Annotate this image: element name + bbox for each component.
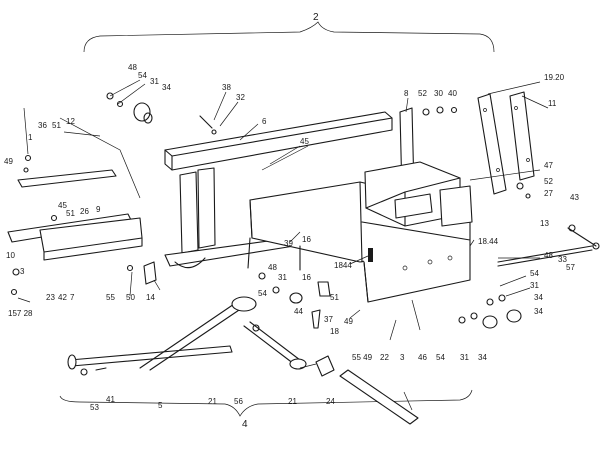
callout-5549: 55 49 bbox=[352, 353, 373, 362]
callout-7: 7 bbox=[70, 293, 75, 302]
callout-49a: 49 bbox=[4, 157, 13, 166]
callout-34d: 34 bbox=[478, 353, 487, 362]
callout-31c: 31 bbox=[530, 281, 539, 290]
callout-3: 3 bbox=[20, 267, 25, 276]
callout-32: 32 bbox=[236, 93, 245, 102]
callout-54a: 54 bbox=[138, 71, 147, 80]
callout-13: 13 bbox=[540, 219, 549, 228]
callout-22: 22 bbox=[380, 353, 389, 362]
callout-55a: 55 bbox=[106, 293, 115, 302]
callout-31a: 31 bbox=[150, 77, 159, 86]
callout-33: 33 bbox=[558, 255, 567, 264]
callout-1920: 19.20 bbox=[544, 73, 565, 82]
callout-27: 27 bbox=[544, 189, 553, 198]
callout-3b: 3 bbox=[400, 353, 405, 362]
callout-9: 9 bbox=[96, 205, 101, 214]
callout-57: 57 bbox=[566, 263, 575, 272]
callout-54d: 54 bbox=[436, 353, 445, 362]
callout-30: 30 bbox=[434, 89, 443, 98]
callout-2: 2 bbox=[313, 12, 319, 23]
callout-56: 56 bbox=[234, 397, 243, 406]
callout-40: 40 bbox=[448, 89, 457, 98]
callout-23: 23 bbox=[46, 293, 55, 302]
leader-lines bbox=[17, 79, 549, 411]
callout-34a: 34 bbox=[162, 83, 171, 92]
callout-5: 5 bbox=[158, 401, 163, 410]
callout-11: 11 bbox=[548, 99, 557, 108]
callout-43: 43 bbox=[570, 193, 579, 202]
callout-34c: 34 bbox=[534, 307, 543, 316]
callout-31b: 31 bbox=[278, 273, 287, 282]
main-frame bbox=[164, 107, 473, 303]
callout-31d: 31 bbox=[460, 353, 469, 362]
callout-34b: 34 bbox=[534, 293, 543, 302]
callout-36: 36 bbox=[38, 121, 47, 130]
callout-48b: 48 bbox=[268, 263, 277, 272]
callout-53: 53 bbox=[90, 403, 99, 412]
callout-51c: 51 bbox=[330, 293, 339, 302]
callout-42: 42 bbox=[58, 293, 67, 302]
callout-24: 24 bbox=[326, 397, 335, 406]
callout-10: 10 bbox=[6, 251, 15, 260]
callout-14: 14 bbox=[146, 293, 155, 302]
callout-46: 46 bbox=[418, 353, 427, 362]
callout-49b: 49 bbox=[344, 317, 353, 326]
callout-4: 4 bbox=[242, 419, 248, 430]
callout-45a: 45 bbox=[300, 137, 309, 146]
callout-labels: 2 4 48 54 31 34 38 32 6 45 8 52 30 40 19… bbox=[4, 12, 579, 430]
callout-38: 38 bbox=[222, 83, 231, 92]
callout-8: 8 bbox=[404, 89, 409, 98]
callout-16b: 16 bbox=[302, 273, 311, 282]
callout-1844a: 18.44 bbox=[478, 237, 499, 246]
callout-21a: 21 bbox=[208, 397, 217, 406]
left-bar-12 bbox=[7, 169, 143, 261]
callout-52a: 52 bbox=[418, 89, 427, 98]
callout-16a: 16 bbox=[302, 235, 311, 244]
callout-50: 50 bbox=[126, 293, 135, 302]
callout-51a: 51 bbox=[52, 121, 61, 130]
callout-1844b: 1844 bbox=[334, 261, 352, 270]
callout-54c: 54 bbox=[530, 269, 539, 278]
assembly-bracket-4 bbox=[59, 389, 473, 417]
knob-parts bbox=[10, 92, 600, 376]
callout-48c: 48 bbox=[544, 251, 553, 260]
callout-54b: 54 bbox=[258, 289, 267, 298]
callout-51b: 51 bbox=[66, 209, 75, 218]
callout-47: 47 bbox=[544, 161, 553, 170]
callout-45b: 45 bbox=[58, 201, 67, 210]
callout-1a: 1 bbox=[28, 133, 33, 142]
callout-18: 18 bbox=[330, 327, 339, 336]
callout-26: 26 bbox=[80, 207, 89, 216]
callout-52b: 52 bbox=[544, 177, 553, 186]
callout-37: 37 bbox=[324, 315, 333, 324]
callout-15728: 157 28 bbox=[8, 309, 33, 318]
assembly-bracket-2 bbox=[83, 21, 495, 53]
callout-48a: 48 bbox=[128, 63, 137, 72]
base-a-frame bbox=[67, 296, 419, 425]
callout-12: 12 bbox=[66, 117, 75, 126]
callout-44: 44 bbox=[294, 307, 303, 316]
bracket-plates-19-20-11 bbox=[477, 91, 535, 195]
callout-6: 6 bbox=[262, 117, 267, 126]
callout-39: 39 bbox=[284, 239, 293, 248]
callout-21b: 21 bbox=[288, 397, 297, 406]
callout-41: 41 bbox=[106, 395, 115, 404]
